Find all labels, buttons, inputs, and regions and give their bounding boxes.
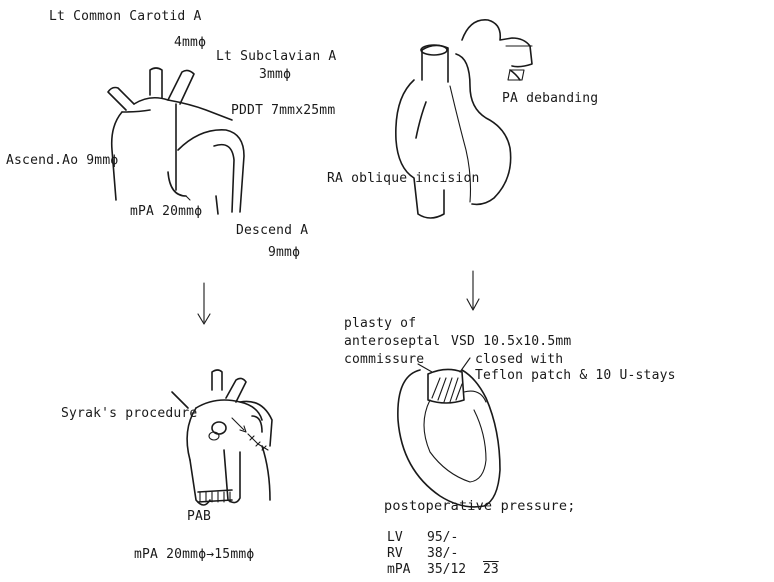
descend-size-label: 9mmϕ bbox=[268, 246, 300, 259]
pa-debanding-label: PA debanding bbox=[502, 92, 598, 105]
postop-pressure-heading: postoperative pressure; bbox=[384, 500, 576, 514]
pressure-value: 95/- bbox=[427, 530, 458, 545]
pddt-label: PDDT 7mmx25mm bbox=[231, 104, 335, 117]
anteroseptal-label: anteroseptal bbox=[344, 335, 440, 348]
ascend-ao-label: Ascend.Ao 9mmϕ bbox=[6, 154, 118, 167]
teflon-patch-label: Teflon patch & 10 U-stays bbox=[475, 369, 676, 382]
lt-common-carotid-label: Lt Common Carotid A bbox=[49, 10, 202, 23]
pressure-value: 35/12 bbox=[427, 562, 466, 577]
pressure-mean: 23 bbox=[483, 562, 499, 577]
pressure-key: LV bbox=[387, 530, 403, 545]
syrak-procedure-label: Syrak's procedure bbox=[61, 407, 197, 420]
syrak-drawing bbox=[172, 370, 272, 505]
preop-anatomy-drawing bbox=[108, 68, 244, 214]
arrow-right bbox=[467, 271, 479, 310]
commissure-label: commissure bbox=[344, 353, 424, 366]
pab-label: PAB bbox=[187, 510, 211, 523]
pressure-key: mPA bbox=[387, 562, 410, 577]
pressure-value: 38/- bbox=[427, 546, 458, 561]
vsd-size-label: VSD 10.5x10.5mm bbox=[451, 335, 571, 348]
heart-external-drawing bbox=[396, 20, 532, 218]
ra-incision-label: RA oblique incision bbox=[327, 172, 480, 185]
mpa-label: mPA 20mmϕ bbox=[130, 205, 202, 218]
carotid-size-label: 4mmϕ bbox=[174, 36, 206, 49]
closed-with-label: closed with bbox=[475, 353, 563, 366]
mpa-change-label: mPA 20mmϕ→15mmϕ bbox=[134, 548, 254, 561]
plasty-of-label: plasty of bbox=[344, 317, 416, 330]
arrow-left bbox=[198, 283, 210, 324]
descend-a-label: Descend A bbox=[236, 224, 308, 237]
pressure-key: RV bbox=[387, 546, 403, 561]
subclavian-size-label: 3mmϕ bbox=[259, 68, 291, 81]
lt-subclavian-label: Lt Subclavian A bbox=[216, 50, 336, 63]
